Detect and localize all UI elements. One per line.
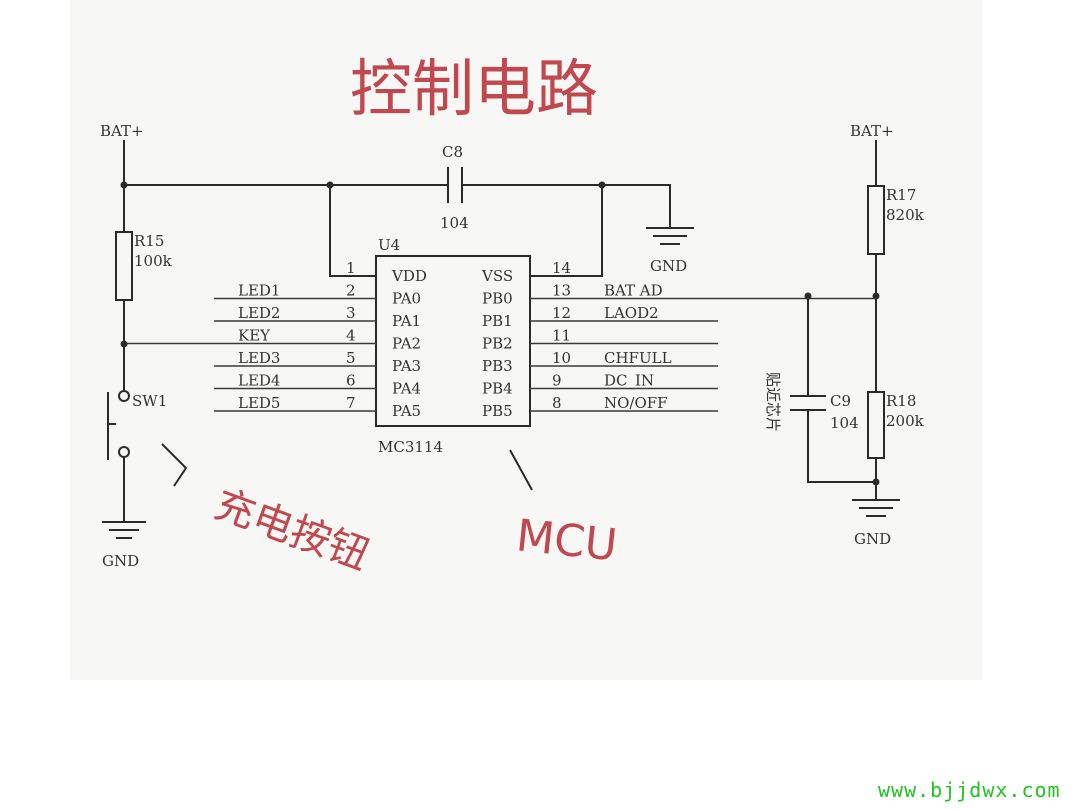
left-net-label: LED4: [238, 372, 280, 390]
left-net-label: KEY: [238, 327, 271, 345]
left-net-label: LED3: [238, 349, 280, 367]
left-pin-number: 4: [346, 327, 356, 345]
right-pin-number: 12: [552, 304, 571, 322]
junction-dot: [120, 181, 128, 189]
right-net-label: NO/OFF: [604, 394, 668, 412]
left-pin-number: 5: [346, 349, 356, 367]
right-pin-number: 14: [552, 259, 571, 277]
u4-ref: U4: [378, 236, 400, 254]
r18-resistor: [867, 391, 885, 459]
right-net-label: LAOD2: [604, 304, 659, 322]
right-pin-name: PB5: [482, 402, 513, 420]
right-net-label: DC_IN: [604, 372, 654, 390]
scanned-sheet: [70, 0, 982, 680]
left-net-label: LED1: [238, 282, 280, 300]
right-pin-name: PB4: [482, 380, 513, 398]
right-pin-name: PB2: [482, 335, 513, 353]
right-pin-number: 8: [552, 394, 562, 412]
left-pin-number: 6: [346, 372, 356, 390]
right-pin-name: VSS: [481, 267, 513, 285]
r17-ref: R17: [886, 186, 916, 204]
r18-value: 200k: [886, 412, 925, 430]
r18-ref: R18: [886, 392, 916, 410]
gnd-left-label: GND: [102, 552, 139, 570]
left-pin-name: PA4: [392, 380, 421, 398]
right-net-label: CHFULL: [604, 349, 672, 367]
c9-branch: [807, 296, 876, 483]
c8-value: 104: [440, 214, 469, 232]
title: 控制电路: [350, 52, 598, 125]
sw1-ref: SW1: [132, 392, 167, 410]
top-bus: [124, 184, 603, 277]
r17-value: 820k: [886, 206, 925, 224]
gnd-right-symbol: [852, 499, 900, 517]
left-pin-number: 1: [346, 259, 356, 277]
left-pin-name: PA3: [392, 357, 421, 375]
c8-ref: C8: [442, 143, 463, 161]
bat-left-label: BAT+: [100, 122, 144, 140]
u4-chip-body: [375, 255, 531, 427]
right-pin-number: 13: [552, 282, 571, 300]
gnd-center-symbol: [646, 227, 694, 245]
u4-part: MC3114: [378, 438, 443, 456]
sw1-contact-bottom: [118, 446, 130, 458]
gnd-left-symbol: [102, 521, 146, 539]
junction-dot: [872, 478, 880, 486]
right-pin-name: PB1: [482, 312, 513, 330]
c9-capacitor: [790, 395, 826, 411]
gnd-center-label: GND: [650, 257, 687, 275]
vdd-wire: [329, 185, 376, 277]
right-pin-number: 9: [552, 372, 562, 390]
sw1-actuator: [107, 392, 116, 460]
junction-dot: [872, 292, 880, 300]
right-pin-name: PB3: [482, 357, 513, 375]
c9-ref: C9: [830, 392, 851, 410]
r17-resistor: [867, 185, 885, 255]
left-pin-name: VDD: [391, 267, 427, 285]
left-pin-name: PA1: [392, 312, 421, 330]
right-net-label: BAT AD: [604, 282, 663, 300]
junction-dot: [804, 292, 812, 300]
left-net-label: LED5: [238, 394, 280, 412]
left-pin-name: PA0: [392, 290, 421, 308]
left-pin-name: PA2: [392, 335, 421, 353]
c9-value: 104: [830, 414, 859, 432]
junction-dot: [120, 340, 128, 348]
watermark: www.bjjdwx.com: [878, 778, 1061, 802]
right-pin-name: PB0: [482, 290, 513, 308]
left-pin-name: PA5: [392, 402, 421, 420]
left-net-label: LED2: [238, 304, 280, 322]
sw1-contact-top: [118, 390, 130, 402]
arrow-icon: [161, 443, 188, 487]
c9-note: 贴近芯片: [764, 372, 782, 432]
right-pin-number: 10: [552, 349, 571, 367]
gnd-right-label: GND: [854, 530, 891, 548]
right-pin-number: 11: [552, 327, 571, 345]
junction-dot: [598, 181, 606, 189]
left-pin-number: 3: [346, 304, 356, 322]
gnd-center-wire: [602, 184, 671, 228]
left-pin-number: 7: [346, 394, 356, 412]
r15-ref: R15: [134, 232, 164, 250]
junction-dot: [326, 181, 334, 189]
charge-button-annotation: 充电按钮: [209, 481, 375, 579]
r15-resistor: [115, 231, 133, 301]
bat-right-label: BAT+: [850, 122, 894, 140]
pointer-stroke: [509, 449, 533, 491]
c8-capacitor: [447, 167, 463, 203]
left-pin-number: 2: [346, 282, 356, 300]
r15-value: 100k: [134, 252, 173, 270]
mcu-annotation: MCU: [514, 510, 620, 571]
